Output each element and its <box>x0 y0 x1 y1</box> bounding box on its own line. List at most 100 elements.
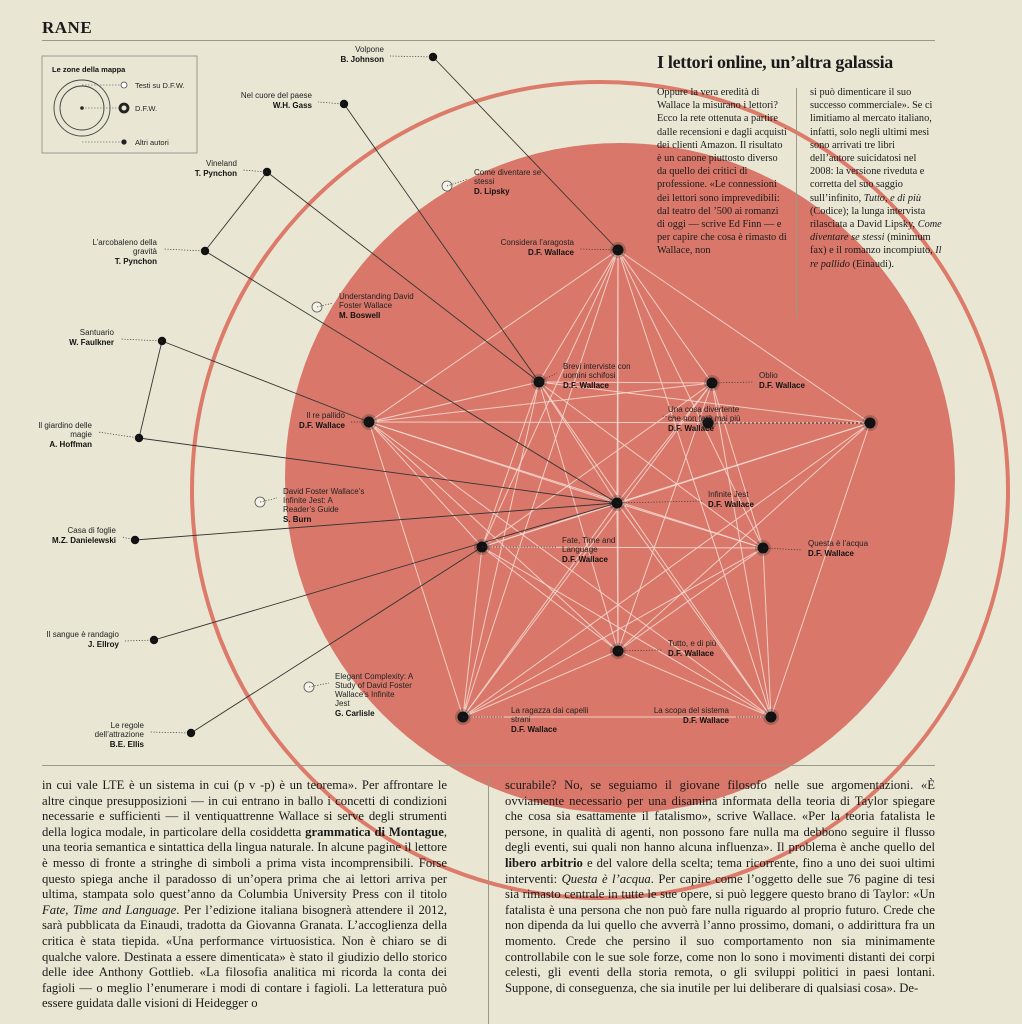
sidebar-column-2: si può dimenticare il suo successo comme… <box>810 86 942 271</box>
node-title: La scopa del sistema <box>654 706 730 715</box>
sidebar-paragraph-1: Oppure la vera eredità di Wallace la mis… <box>657 87 787 257</box>
section-label: RANE <box>42 18 93 37</box>
node-title-line: dell’attrazione <box>95 730 145 739</box>
sidebar-text-2: (Codice); la lunga intervista rilasciata… <box>810 205 926 231</box>
legend-open-circle-icon <box>120 81 128 89</box>
top-rule <box>42 40 935 41</box>
edge-acqua-ragazza <box>462 547 764 718</box>
sidebar-title-repallido: Il re pallido <box>810 245 942 270</box>
node-leader <box>97 431 140 439</box>
node-leader <box>242 169 268 173</box>
node-author: J. Ellroy <box>88 640 120 649</box>
edge-fate-ragazza <box>462 546 483 718</box>
body-title-acqua: Questa è l’acqua <box>561 871 651 886</box>
node-author: D.F. Wallace <box>528 248 574 257</box>
node-title-line: Nel cuore del paese <box>241 91 313 100</box>
node-title: Casa di foglie <box>68 526 117 535</box>
node-title: Tutto, e di più <box>668 639 716 648</box>
edge-infinitejest-fate <box>481 502 618 548</box>
edge-repallido-fate <box>368 421 483 548</box>
node-title-line: Tutto, e di più <box>668 639 716 648</box>
legend-label-dfw: D.F.W. <box>135 104 157 113</box>
node-title: Nel cuore del paese <box>241 91 313 100</box>
sidebar-column-1: Oppure la vera eredità di Wallace la mis… <box>657 86 789 258</box>
sidebar-title-tutto: Tutto, e di più <box>863 192 921 204</box>
node-title-line: Brevi interviste con <box>563 362 631 371</box>
edge-oblio-repallido <box>368 382 713 423</box>
node-title: Oblio <box>759 371 778 380</box>
node-author: D.F. Wallace <box>668 649 714 658</box>
edge-oblio-ragazza <box>462 382 713 718</box>
sidebar-paragraph-2: si può dimenticare il suo successo comme… <box>810 86 942 271</box>
map-legend: Le zone della mappa Testi su D.F.W. D.F.… <box>41 55 198 154</box>
node-eastnode <box>862 415 878 431</box>
node-title: Questa è l’acqua <box>808 539 869 548</box>
node-title-line: Fate, Time and <box>562 536 615 545</box>
legend-label-other: Altri autori <box>135 138 169 147</box>
node-title: Considera l’aragosta <box>501 238 575 247</box>
legend-title: Le zone della mappa <box>52 65 126 74</box>
node-author: D. Lipsky <box>474 187 510 196</box>
body-text-right-1: scurabile? No, se seguiamo il giovane fi… <box>505 778 935 855</box>
body-text-right-3: . Per capire come l’oggetto delle sue 76… <box>505 871 935 995</box>
node-author: D.F. Wallace <box>708 500 754 509</box>
edge-infinitejest-acqua <box>616 502 764 549</box>
edge-oblio-fate <box>481 382 713 548</box>
edge-tutto-ragazza <box>462 650 619 718</box>
node-author: D.F. Wallace <box>511 725 557 734</box>
edge-considera-scopa <box>617 249 772 718</box>
body-bold-libero-arbitrio: libero arbitrio <box>505 855 583 870</box>
node-leader <box>389 55 434 58</box>
edge-considera-oblio <box>617 249 713 384</box>
node-title-line: David Foster Wallace’s <box>283 487 364 496</box>
node-title-line: Language <box>562 545 598 554</box>
edge-repallido-tutto <box>368 421 619 652</box>
node-dot-icon <box>864 417 876 429</box>
edge-santuario-repallido <box>161 340 370 423</box>
node-title-line: L’arcobaleno della <box>93 238 158 247</box>
node-leader <box>149 731 192 734</box>
edge-regole-fate <box>190 546 483 734</box>
node-title-line: Study of David Foster <box>335 681 412 690</box>
node-title-line: Una cosa divertente <box>668 405 740 414</box>
node-leader <box>119 338 163 342</box>
edge-fate-acqua <box>481 546 764 549</box>
node-author: G. Carlisle <box>335 709 375 718</box>
node-author: M.Z. Danielewski <box>52 536 116 545</box>
node-author: B. Johnson <box>340 55 384 64</box>
node-title-line: Il giardino delle <box>38 421 92 430</box>
edge-casa-infinitejest <box>134 502 618 541</box>
node-title-line: Oblio <box>759 371 778 380</box>
body-text-left-3: . Per l’edizione italiana bisognerà atte… <box>42 902 447 1011</box>
edge-considera-eastnode <box>617 249 871 424</box>
edge-repallido-acqua <box>368 421 764 549</box>
node-author: D.F. Wallace <box>759 381 805 390</box>
node-author: S. Burn <box>283 515 312 524</box>
node-title-line: Le regole <box>111 721 145 730</box>
edge-arcobaleno-infinitejest <box>204 250 618 504</box>
edge-oblio-scopa <box>711 382 772 718</box>
edge-considera-repallido <box>368 249 619 423</box>
sidebar-divider <box>796 88 797 318</box>
node-author: T. Pynchon <box>115 257 157 266</box>
node-title-line: La ragazza dai capelli <box>511 706 589 715</box>
